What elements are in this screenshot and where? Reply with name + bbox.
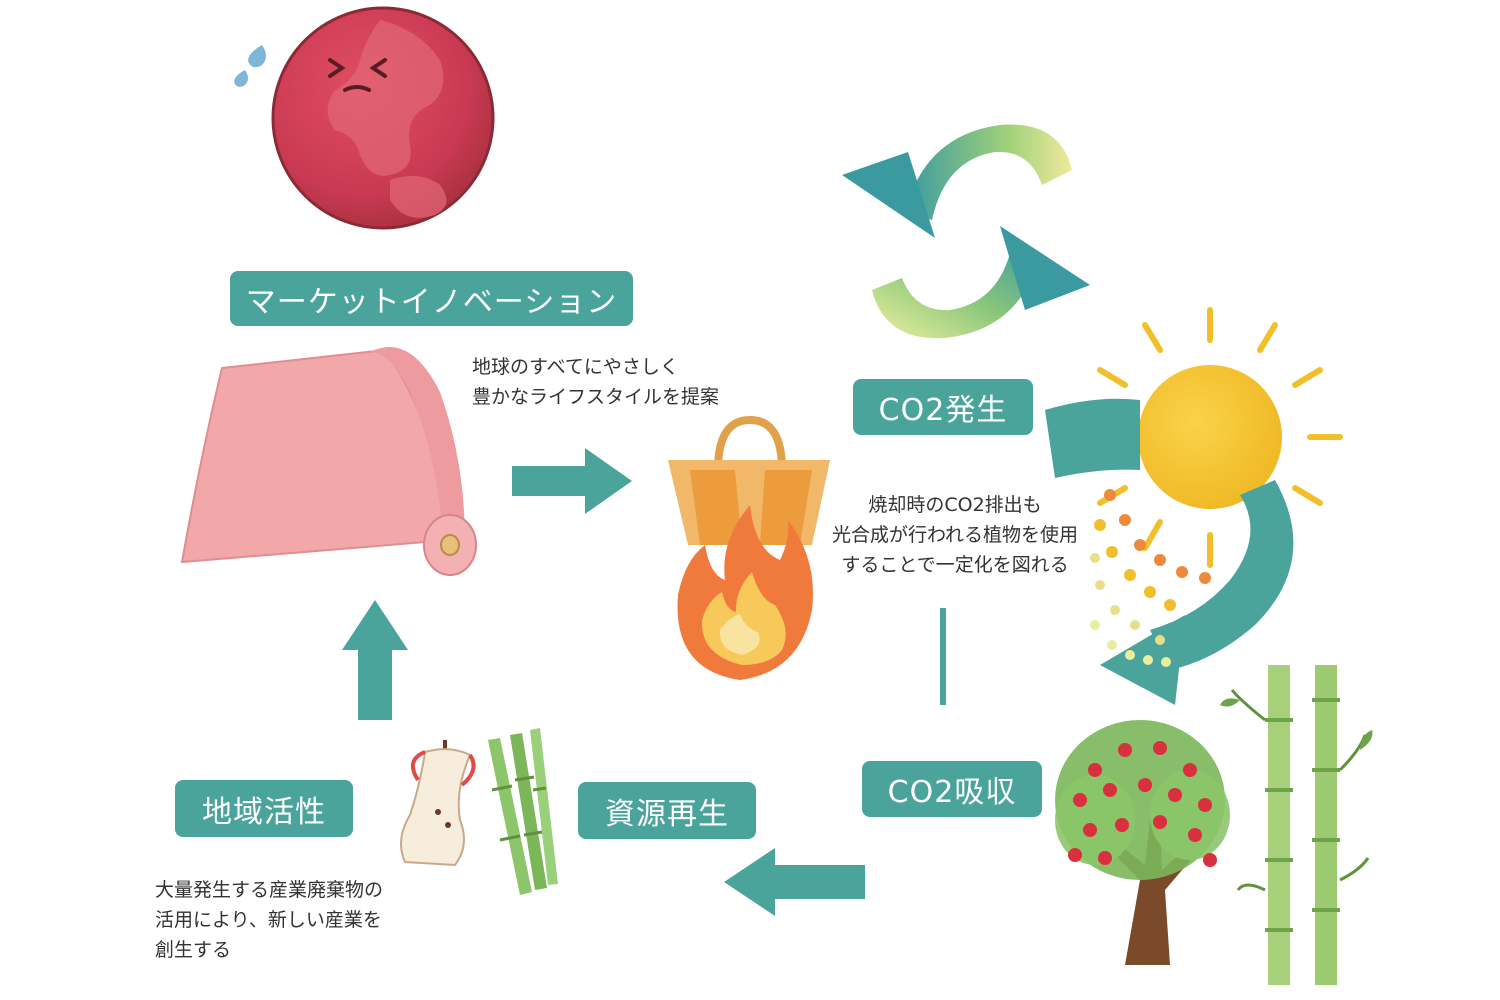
- label-market-innovation: マーケットイノベーション: [230, 271, 633, 326]
- arrow-co2-to-sun: [1045, 398, 1140, 478]
- fabric-roll-icon: [180, 347, 477, 576]
- label-co2-absorption: CO2吸収: [862, 761, 1042, 817]
- arrow-left: [724, 848, 865, 916]
- arrow-sun-to-trees: [1100, 480, 1294, 705]
- note-lifestyle-line-2: 豊かなライフスタイルを提案: [472, 386, 720, 408]
- label-regional-revitalization: 地域活性: [175, 780, 353, 837]
- note-waste-line-3: 創生する: [155, 939, 232, 961]
- arrow-right: [512, 448, 632, 514]
- note-incineration-line-3: することで一定化を図れる: [841, 554, 1069, 576]
- earth-icon: [234, 6, 495, 230]
- arrow-up: [342, 600, 408, 720]
- recycle-arrows-icon: [842, 124, 1090, 339]
- note-waste-line-1: 大量発生する産業廃棄物の: [155, 879, 384, 901]
- note-incineration-line-2: 光合成が行われる植物を使用: [832, 524, 1079, 546]
- label-resource-regeneration: 資源再生: [578, 782, 756, 839]
- note-waste-line-2: 活用により、新しい産業を: [155, 909, 382, 931]
- note-waste: 大量発生する産業廃棄物の 活用により、新しい産業を 創生する: [155, 875, 383, 965]
- fire-icon: [677, 505, 813, 680]
- note-incineration-line-1: 焼却時のCO2排出も: [868, 494, 1042, 516]
- photosynthesis-dots: [1090, 489, 1211, 667]
- note-incineration: 焼却時のCO2排出も 光合成が行われる植物を使用 することで一定化を図れる: [832, 490, 1078, 580]
- bamboo-bundle-icon: [488, 728, 558, 895]
- apple-core-icon: [400, 740, 476, 867]
- label-co2-emission: CO2発生: [853, 379, 1033, 435]
- bamboo-icon: [1220, 665, 1373, 985]
- apple-tree-icon: [1055, 720, 1230, 965]
- note-lifestyle-line-1: 地球のすべてにやさしく: [472, 356, 679, 378]
- note-lifestyle: 地球のすべてにやさしく 豊かなライフスタイルを提案: [472, 352, 719, 412]
